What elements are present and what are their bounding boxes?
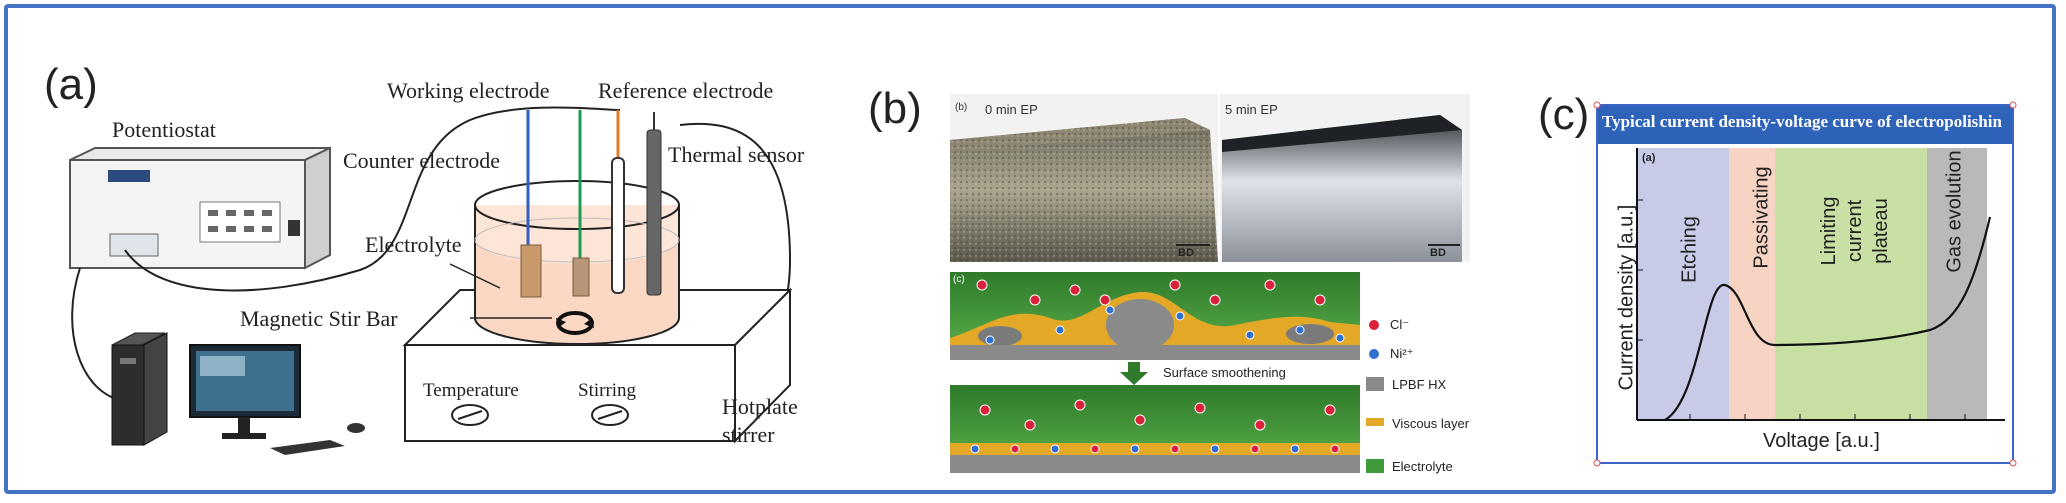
y-axis-label: Current density [a.u.]	[1615, 204, 1638, 391]
legend-label-cl: Cl⁻	[1390, 317, 1410, 332]
hotplate-label: Hotplate	[722, 394, 798, 419]
region-etching	[1637, 148, 1729, 420]
ions-after	[970, 399, 1340, 454]
bd-left-label: BD	[1178, 247, 1194, 259]
region-label-etching: Etching	[1678, 216, 1701, 283]
potentiostat-device	[69, 146, 331, 270]
schematic-before	[950, 272, 1360, 360]
current-density-curve	[1664, 216, 1992, 421]
region-plateau	[1775, 148, 1927, 420]
legend-swatch-ni	[1369, 349, 1379, 359]
bd-right-label: BD	[1430, 247, 1446, 259]
stirrer-label: stirrer	[722, 422, 775, 447]
electrolyte-label: Electrolyte	[365, 232, 462, 257]
computer-monitor	[189, 344, 365, 455]
potentiostat-label: Potentiostat	[112, 117, 216, 142]
title-bar	[1598, 106, 2012, 144]
legend-swatch-cl	[1369, 320, 1379, 330]
region-passivating	[1729, 148, 1775, 420]
chart-sublabel: (a)	[1642, 152, 1656, 164]
legend-swatch-viscous	[1366, 418, 1384, 426]
magnetic-stir-bar	[556, 311, 594, 335]
chart-title: Typical current density-voltage curve of…	[1602, 112, 2002, 131]
stirring-label: Stirring	[578, 380, 637, 401]
sublabel-c: (c)	[953, 274, 965, 285]
region-label-gas-evolution: Gas evolution	[1943, 150, 1966, 273]
surface-smoothening-label: Surface smoothening	[1163, 365, 1286, 380]
legend-label-ni: Ni²⁺	[1390, 346, 1414, 361]
working-electrode-plate	[520, 244, 542, 298]
photo-right-caption: 5 min EP	[1225, 102, 1278, 117]
photo-5min-ep	[1220, 94, 1470, 262]
legend-swatch-lpbf	[1366, 377, 1384, 391]
legend-label-lpbf: LPBF HX	[1392, 377, 1447, 392]
x-axis-label: Voltage [a.u.]	[1763, 430, 1880, 452]
region-label-plateau: Limiting current plateau	[1818, 196, 1892, 266]
thermal-sensor-label: Thermal sensor	[668, 142, 805, 167]
legend-label-electrolyte: Electrolyte	[1392, 459, 1453, 474]
sublabel-b: (b)	[955, 102, 968, 113]
computer-tower	[111, 332, 168, 446]
magnetic-stir-bar-label: Magnetic Stir Bar	[240, 306, 398, 331]
region-gas-evolution	[1927, 148, 1987, 420]
panel-c-label: (c)	[1538, 90, 1590, 139]
legend-swatch-electrolyte	[1366, 459, 1384, 473]
reference-electrode-label: Reference electrode	[598, 78, 774, 103]
photo-left-caption: 0 min EP	[985, 102, 1038, 117]
panel-b-label: (b)	[868, 84, 922, 133]
down-arrow-icon	[1120, 362, 1148, 385]
temperature-label: Temperature	[423, 380, 519, 401]
ions-before	[976, 279, 1345, 345]
counter-electrode-plate	[572, 257, 590, 297]
panel-a-label: (a)	[44, 60, 98, 109]
working-electrode-label: Working electrode	[387, 78, 550, 103]
photo-0min-ep	[950, 94, 1218, 262]
reference-electrode	[611, 157, 625, 294]
legend-label-viscous: Viscous layer	[1392, 416, 1470, 431]
region-label-passivating: Passivating	[1750, 166, 1773, 269]
counter-electrode-label: Counter electrode	[343, 148, 500, 173]
